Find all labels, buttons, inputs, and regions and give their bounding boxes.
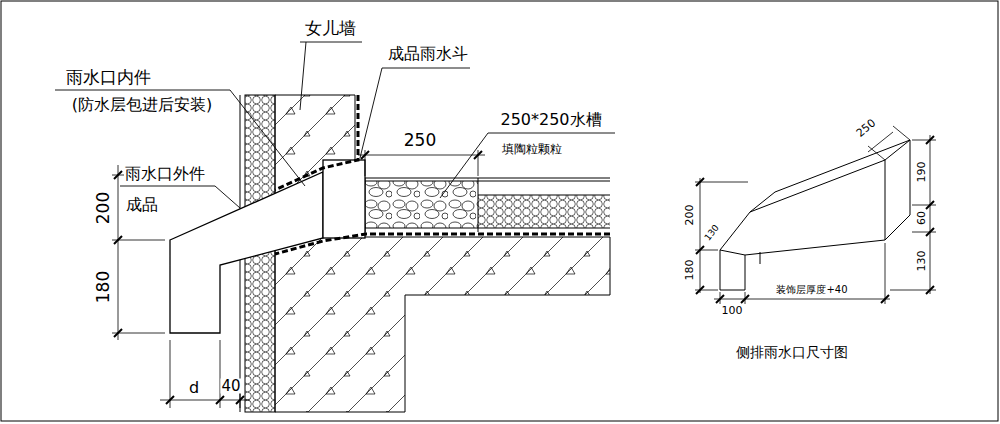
rain-hopper [323, 160, 365, 238]
dimension: 130 [916, 250, 927, 273]
dimension-lines [114, 171, 122, 337]
dimension: 130 [703, 223, 722, 244]
dimension: 180 [684, 259, 695, 282]
figure-caption: 侧排雨水口尺寸图 [735, 345, 849, 359]
isometric-dimensions [868, 126, 910, 160]
dimension-lines [112, 165, 165, 340]
note: 成品 [125, 197, 159, 213]
isometric-dimensions [695, 126, 936, 304]
part-label: 250*250水槽 [499, 112, 602, 128]
drain-outer-part [170, 172, 323, 333]
roof-layers [365, 181, 478, 228]
note: (防水层包进后安装) [71, 97, 213, 113]
part-label: 成品雨水斗 [387, 46, 469, 62]
rain-hopper [323, 160, 365, 238]
waterproof-layer [275, 95, 358, 190]
part-label: 雨水口内件 [65, 69, 152, 86]
dimension: 180 [95, 270, 112, 304]
part-label: 雨水口外件 [124, 166, 206, 182]
dimension-lines [361, 151, 482, 159]
note: 填陶粒颗粒 [501, 143, 563, 155]
dimension: 250 [854, 116, 879, 139]
dimension: 60 [916, 210, 927, 226]
drain-isometric [760, 252, 761, 264]
dimension: 250 [403, 132, 437, 149]
isometric-dimensions [926, 136, 934, 294]
drain-isometric [720, 140, 910, 290]
leader-lines [55, 42, 615, 208]
isometric-dimensions [695, 178, 748, 293]
leader-lines [440, 133, 615, 198]
dimension: 100 [721, 305, 744, 316]
concrete-structure [275, 95, 610, 412]
isometric-dimensions [716, 295, 889, 303]
dimension: 190 [916, 161, 927, 184]
dimension-lines [166, 396, 244, 404]
dimension: 装饰层厚度+40 [775, 285, 848, 295]
roof-layers [478, 195, 610, 228]
roof-layers [365, 178, 610, 232]
drain-isometric [720, 140, 910, 290]
dimension: 200 [95, 191, 112, 225]
dimension-lines [112, 150, 485, 408]
leader-lines [300, 42, 362, 110]
roof-layers [365, 178, 610, 232]
leader-lines [55, 90, 305, 186]
isometric-dimensions [714, 243, 890, 304]
dimension: d [188, 380, 200, 396]
part-label: 女儿墙 [304, 20, 357, 37]
dimension: 40 [220, 379, 241, 394]
leader-lines [360, 68, 470, 158]
dimension: 200 [684, 204, 695, 227]
concrete-structure [275, 95, 610, 412]
waterproof-layer [275, 95, 610, 254]
waterproof-layer [275, 234, 610, 254]
dimension-lines [160, 340, 250, 408]
isometric-dimensions [890, 135, 936, 294]
drain-outer-part [170, 172, 323, 333]
